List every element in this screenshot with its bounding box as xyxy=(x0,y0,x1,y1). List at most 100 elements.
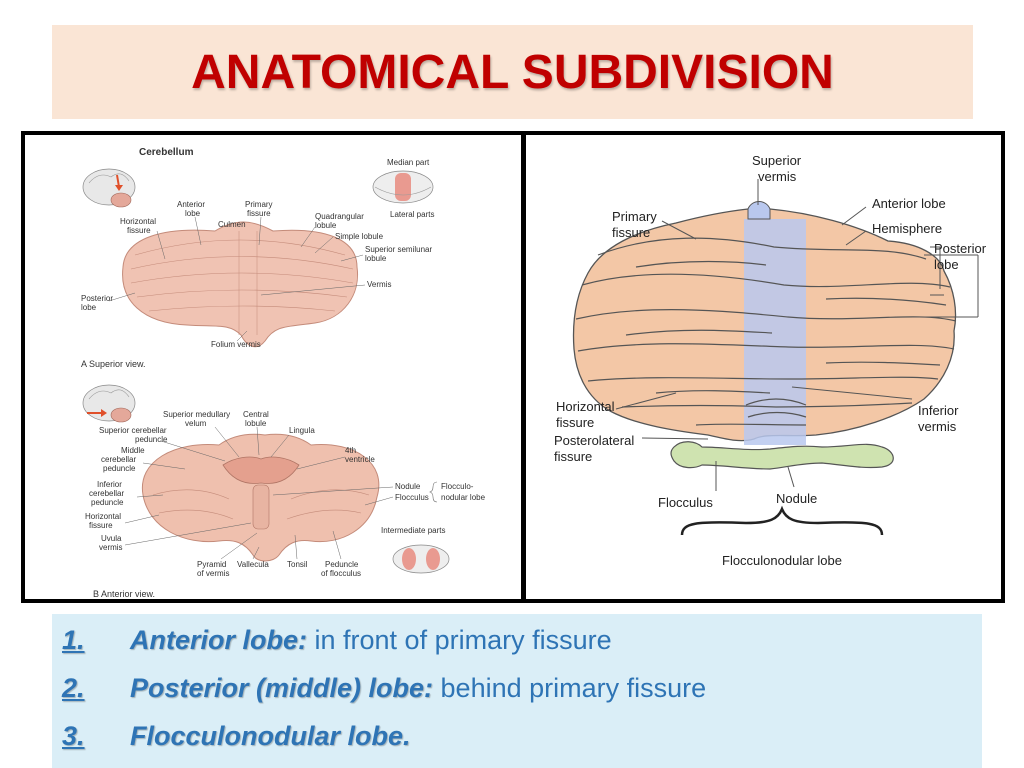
leader-lines-a xyxy=(108,216,366,342)
list-number-3: 3. xyxy=(62,720,85,751)
label-posterior-lobe-right-2: lobe xyxy=(934,257,959,272)
superior-vermis-tip xyxy=(747,201,771,220)
label-culmen: Culmen xyxy=(218,220,246,229)
list-term-2: Posterior (middle) lobe: xyxy=(130,672,434,703)
right-figure-svg: Superior vermis Anterior lobe Primary fi… xyxy=(554,153,987,568)
label-horizontal-fissure-b-1: Horizontal xyxy=(85,512,121,521)
list-content-2: Posterior (middle) lobe: behind primary … xyxy=(130,673,706,704)
label-posterior-lobe-a-1: Posterior xyxy=(81,294,113,303)
slide-title: ANATOMICAL SUBDIVISION xyxy=(191,45,834,99)
label-peduncle-of-flocculus-1: Peduncle xyxy=(325,560,359,569)
label-nodule-right: Nodule xyxy=(776,491,817,506)
label-vallecula: Vallecula xyxy=(237,560,269,569)
label-posterior-lobe-a-2: lobe xyxy=(81,303,97,312)
brain-thumbnail-a xyxy=(82,168,136,208)
label-inferior-cerebellar-peduncle-1: Inferior xyxy=(97,480,122,489)
label-lingula: Lingula xyxy=(289,426,315,435)
label-inferior-vermis-1: Inferior xyxy=(918,403,959,418)
label-fourth-ventricle-2: ventricle xyxy=(345,455,375,464)
label-flocculonodular-lobe-right: Flocculonodular lobe xyxy=(722,553,842,568)
view-a-caption: A Superior view. xyxy=(81,359,146,369)
label-superior-medullary-velum-1: Superior medullary xyxy=(163,410,230,419)
label-horizontal-fissure-b-2: fissure xyxy=(89,521,113,530)
label-superior-semilunar-lobule-2: lobule xyxy=(365,254,387,263)
flocculonodular-lobe-shape xyxy=(670,441,894,470)
label-inferior-vermis-2: vermis xyxy=(918,419,957,434)
right-leader-lines xyxy=(615,179,979,491)
label-intermediate-parts: Intermediate parts xyxy=(381,526,445,535)
list-content-1: Anterior lobe: in front of primary fissu… xyxy=(130,625,612,656)
left-figure-svg: Cerebellum Median part Lateral parts xyxy=(81,147,486,599)
label-middle-cerebellar-peduncle-1: Middle xyxy=(121,446,145,455)
label-superior-semilunar-lobule-1: Superior semilunar xyxy=(365,245,432,254)
label-flocculus-b: Flocculus xyxy=(395,493,429,502)
left-figure-panel: Cerebellum Median part Lateral parts xyxy=(25,135,521,599)
figure-divider xyxy=(521,135,526,599)
label-flocculonodular-lobe-b-1: Flocculo- xyxy=(441,482,474,491)
list-desc-2: behind primary fissure xyxy=(433,672,707,703)
label-lateral-parts: Lateral parts xyxy=(390,210,434,219)
list-desc-1: in front of primary fissure xyxy=(307,624,612,655)
left-figure-heading: Cerebellum xyxy=(139,147,194,158)
flocculonodular-brace xyxy=(680,505,884,536)
list-content-3: Flocculonodular lobe. xyxy=(130,721,411,752)
label-horizontal-fissure-a-1: Horizontal xyxy=(120,217,156,226)
label-flocculus-right: Flocculus xyxy=(658,495,713,510)
label-middle-cerebellar-peduncle-2: cerebellar xyxy=(101,455,136,464)
label-superior-vermis-2: vermis xyxy=(758,169,797,184)
label-inferior-cerebellar-peduncle-2: cerebellar xyxy=(89,489,124,498)
right-figure-panel: Superior vermis Anterior lobe Primary fi… xyxy=(526,135,1001,599)
fissure-lines xyxy=(575,237,957,426)
label-flocculonodular-lobe-b-2: nodular lobe xyxy=(441,493,486,502)
leader-lines-b xyxy=(124,426,394,560)
label-tonsil: Tonsil xyxy=(287,560,308,569)
label-hemisphere: Hemisphere xyxy=(872,221,942,236)
cerebellum-anterior-view xyxy=(141,433,380,562)
label-primary-fissure-a-1: Primary xyxy=(245,200,273,209)
figure-frame: Cerebellum Median part Lateral parts xyxy=(21,131,1005,603)
label-superior-cerebellar-peduncle-2: peduncle xyxy=(135,435,168,444)
list-term-1: Anterior lobe: xyxy=(130,624,308,655)
label-nodule-b: Nodule xyxy=(395,482,421,491)
median-lateral-thumbnail xyxy=(372,170,434,204)
label-peduncle-of-flocculus-2: of flocculus xyxy=(321,569,361,578)
label-superior-medullary-velum-2: velum xyxy=(185,419,207,428)
label-median-part: Median part xyxy=(387,158,430,167)
label-folium-vermis: Folium vermis xyxy=(211,340,261,349)
label-central-lobule-2: lobule xyxy=(245,419,267,428)
label-anterior-lobe-right: Anterior lobe xyxy=(872,196,946,211)
label-primary-fissure-right-1: Primary xyxy=(612,209,657,224)
label-uvula-vermis-2: vermis xyxy=(99,543,123,552)
label-anterior-lobe-a-2: lobe xyxy=(185,209,201,218)
label-vermis-a: Vermis xyxy=(367,280,391,289)
label-fourth-ventricle-1: 4th xyxy=(345,446,356,455)
label-middle-cerebellar-peduncle-3: peduncle xyxy=(103,464,136,473)
label-posterior-lobe-right-1: Posterior xyxy=(934,241,987,256)
label-uvula-vermis-1: Uvula xyxy=(101,534,122,543)
label-horizontal-fissure-right-1: Horizontal xyxy=(556,399,615,414)
cerebellum-superior-view xyxy=(122,221,359,348)
intermediate-parts-thumbnail xyxy=(392,544,450,574)
label-central-lobule-1: Central xyxy=(243,410,269,419)
label-horizontal-fissure-right-2: fissure xyxy=(556,415,594,430)
label-anterior-lobe-a-1: Anterior xyxy=(177,200,205,209)
title-band: ANATOMICAL SUBDIVISION xyxy=(52,25,973,119)
label-posterolateral-fissure-1: Posterolateral xyxy=(554,433,634,448)
label-superior-vermis-1: Superior xyxy=(752,153,802,168)
definition-list: 1. Anterior lobe: in front of primary fi… xyxy=(52,614,982,768)
label-primary-fissure-a-2: fissure xyxy=(247,209,271,218)
label-inferior-cerebellar-peduncle-3: peduncle xyxy=(91,498,124,507)
label-quadrangular-lobule-1: Quadrangular xyxy=(315,212,364,221)
label-horizontal-fissure-a-2: fissure xyxy=(127,226,151,235)
label-pyramid-of-vermis-2: of vermis xyxy=(197,569,229,578)
list-number-2: 2. xyxy=(62,672,85,703)
list-term-3: Flocculonodular lobe. xyxy=(130,720,411,751)
label-quadrangular-lobule-2: lobule xyxy=(315,221,337,230)
list-number-1: 1. xyxy=(62,624,85,655)
view-b-caption: B Anterior view. xyxy=(93,589,155,599)
label-primary-fissure-right-2: fissure xyxy=(612,225,650,240)
label-superior-cerebellar-peduncle-1: Superior cerebellar xyxy=(99,426,167,435)
label-simple-lobule: Simple lobule xyxy=(335,232,384,241)
label-posterolateral-fissure-2: fissure xyxy=(554,449,592,464)
label-pyramid-of-vermis-1: Pyramid xyxy=(197,560,226,569)
